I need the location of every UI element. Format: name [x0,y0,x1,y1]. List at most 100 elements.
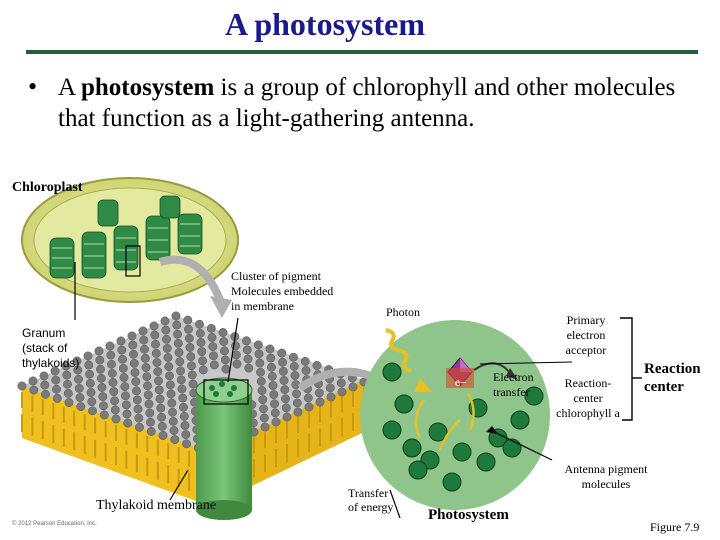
photosystem-label: Photosystem [428,507,509,523]
electron-transfer-label: Electron transfer [493,370,534,399]
phospholipid-head [156,403,166,413]
phospholipid-head [254,349,264,359]
phospholipid-head [160,316,170,326]
phospholipid-head [118,354,127,364]
antenna-pigment-molecule [382,362,402,382]
phospholipid-head [87,397,97,407]
phospholipid-head [169,426,179,435]
phospholipid-head [121,391,130,401]
phospholipid-head [86,388,96,397]
phospholipid-head [116,336,126,346]
bullet-post: is a group of chlorophyll and other mole… [58,74,676,132]
phospholipid-head [134,413,144,423]
phospholipid-head [76,402,86,412]
phospholipid-head [84,360,94,370]
antenna-pigment-molecule [476,452,496,472]
electron-symbol: e− [455,378,467,389]
phospholipid-head [326,392,336,402]
phospholipid-head [161,325,171,335]
phospholipid-head [152,358,162,367]
antenna-leader-head [486,426,498,434]
phospholipid-head [109,387,119,397]
phospholipid-head [94,346,104,356]
phospholipid-head [107,368,117,378]
phospholipid-head [256,376,266,386]
phospholipid-head [153,367,163,377]
phospholipid-head [268,381,278,390]
phospholipid-head [149,321,159,331]
phospholipid-head [61,361,71,371]
phospholipid-head [325,383,335,393]
phospholipid-head [315,397,325,407]
phospholipid-head [176,366,185,376]
phospholipid-head [292,389,301,399]
phospholipid-head [75,393,85,402]
phospholipid-head [260,422,270,432]
phospholipid-head [232,359,242,369]
zoom-arrow-1-head [210,296,232,318]
phospholipid-head [270,399,279,409]
phospholipid-head [289,352,298,362]
phospholipid-head [63,379,72,389]
phospholipid-head [301,366,311,375]
antenna-pigment-molecule [428,422,448,442]
bullet-marker: • [28,72,38,101]
photon-arrowhead [414,378,432,392]
phospholipid-head [129,358,139,368]
phospholipid-head [292,398,302,408]
phospholipid-head [119,373,129,382]
phospholipid-head [162,343,172,353]
phospholipid-head [244,363,254,373]
phospholipid-head [151,339,160,349]
phospholipid-head [97,383,107,392]
phospholipid-head [178,393,188,403]
phospholipid-head [198,356,207,366]
phospholipid-head [243,354,253,364]
phospholipid-head [183,315,193,325]
phospholipid-head [257,386,267,395]
zoom-arrow-1 [158,255,224,302]
photon-label: Photon [386,305,421,319]
phospholipid-head [187,361,196,371]
phospholipid-head [271,417,281,427]
phospholipid-head [123,418,133,428]
phospholipid-head [167,398,177,408]
phospholipid-head [146,426,156,436]
phospholipid-head [168,416,178,426]
phospholipid-head [108,378,118,387]
antenna-pigment-label: Antenna pigment molecules [564,462,648,491]
phospholipid-head [166,389,176,399]
acceptor-leader [479,361,573,365]
phospholipid-head [197,347,207,357]
antenna-pigment-molecule [402,438,422,458]
phospholipid-head [157,412,166,422]
antenna-pigment-molecule [510,410,530,430]
phospholipid-head [164,362,174,372]
phospholipid-head [95,355,105,365]
phospholipid-head [51,375,61,385]
phospholipid-head [28,376,38,386]
phospholipid-head [172,320,182,330]
phospholipid-head [220,346,229,356]
antenna-pigment-molecule [442,472,462,492]
phospholipid-head [52,384,61,394]
phospholipid-head [180,421,190,430]
phospholipid-head [195,328,205,338]
phospholipid-head [139,335,149,345]
antenna-pigment-molecule [408,460,428,480]
phospholipid-head [141,363,151,372]
phospholipid-head [40,380,50,390]
bullet-pre: A [58,74,81,101]
phospholipid-head [98,392,108,402]
phospholipid-head [220,355,230,365]
phospholipid-head [129,349,138,359]
phospholipid-head [336,378,346,388]
phospholipid-head [278,366,288,376]
phospholipid-head [181,430,191,440]
phospholipid-head [198,365,208,375]
phospholipid-head [133,404,143,414]
phospholipid-head [208,342,218,352]
phospholipid-head [179,411,189,421]
phospholipid-head [176,375,186,385]
